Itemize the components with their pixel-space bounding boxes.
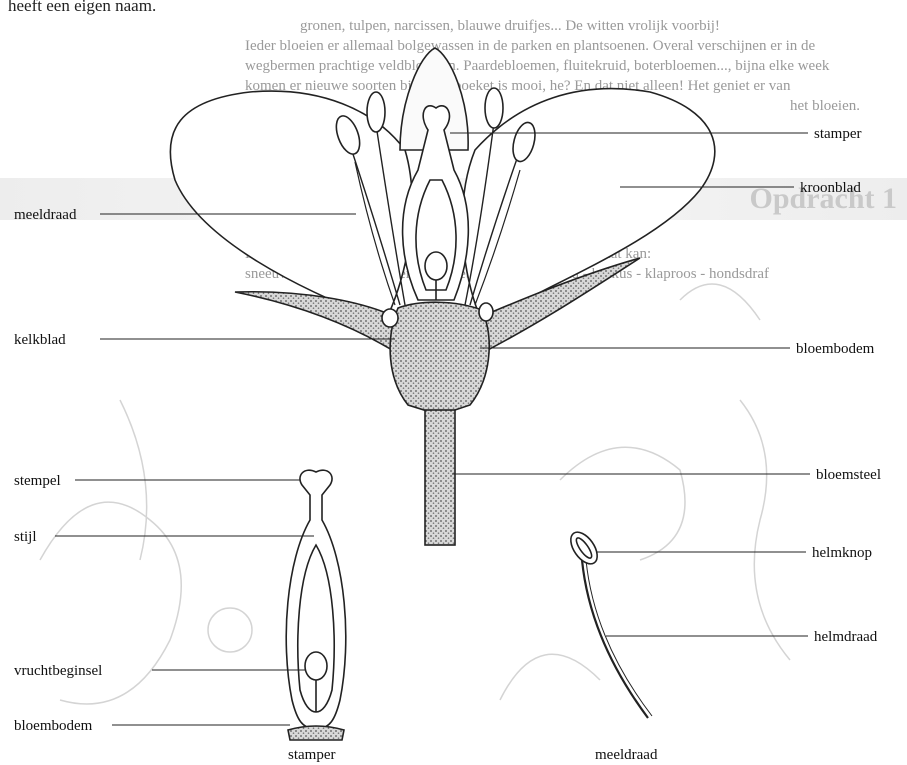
label-vruchtbeginsel: vruchtbeginsel <box>14 663 102 679</box>
label-stijl: stijl <box>14 529 37 545</box>
label-bloembodem-pistil: bloembodem <box>14 718 93 734</box>
label-stempel: stempel <box>14 473 61 489</box>
label-helmknop: helmknop <box>812 545 872 561</box>
stem <box>425 410 455 545</box>
stamen-detail <box>565 528 652 718</box>
flower-illustration <box>170 48 715 545</box>
label-bloemsteel: bloemsteel <box>816 467 881 483</box>
caption-stamper: stamper <box>288 747 335 763</box>
caption-meeldraad: meeldraad <box>595 747 658 763</box>
receptacle <box>390 302 489 415</box>
label-bloembodem: bloembodem <box>796 341 875 357</box>
label-kelkblad: kelkblad <box>14 332 66 348</box>
label-stamper: stamper <box>814 126 861 142</box>
label-kroonblad: kroonblad <box>800 180 861 196</box>
pistil-detail <box>286 470 346 740</box>
label-meeldraad: meeldraad <box>14 207 77 223</box>
label-helmdraad: helmdraad <box>814 629 878 645</box>
